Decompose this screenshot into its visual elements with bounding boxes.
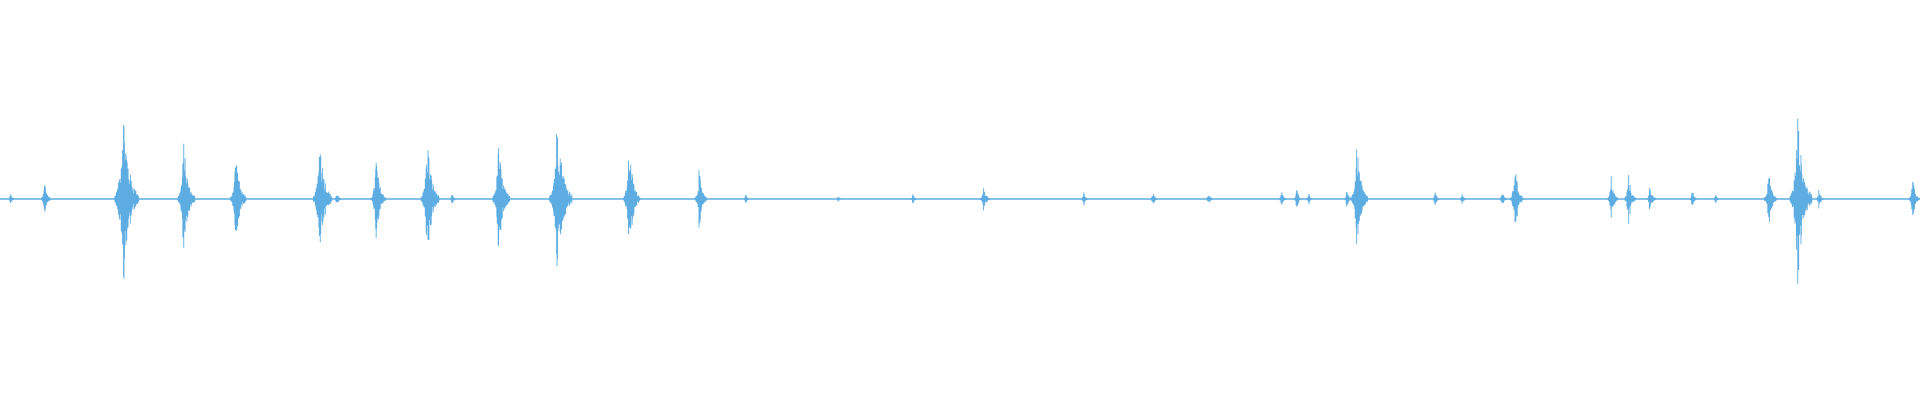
waveform-burst-17 <box>979 188 991 211</box>
waveform-burst-6 <box>333 195 343 203</box>
waveform-burst-23 <box>1305 193 1314 205</box>
waveform-burst-38 <box>1908 181 1920 215</box>
waveform-burst-27 <box>1459 193 1468 204</box>
waveform-burst-34 <box>1712 195 1721 203</box>
waveform-burst-35 <box>1763 177 1777 223</box>
waveform-burst-12 <box>623 160 641 235</box>
waveform-burst-28 <box>1499 194 1508 204</box>
waveform-burst-15 <box>835 196 843 202</box>
waveform-burst-37 <box>1815 189 1825 209</box>
waveform-burst-25 <box>1350 149 1369 244</box>
waveform-burst-10 <box>492 147 510 247</box>
waveform-burst-9 <box>449 195 458 203</box>
waveform-burst-18 <box>1080 192 1089 206</box>
waveform-burst-1 <box>40 185 52 212</box>
waveform-burst-20 <box>1205 195 1214 203</box>
waveform-burst-32 <box>1646 187 1657 210</box>
waveform-burst-30 <box>1607 176 1619 218</box>
waveform-burst-36 <box>1789 118 1813 284</box>
waveform-burst-16 <box>909 194 918 204</box>
waveform-burst-8 <box>420 150 440 240</box>
waveform-burst-13 <box>694 170 708 228</box>
waveform-bursts <box>7 118 1920 284</box>
waveform-burst-2 <box>114 124 139 279</box>
waveform-burst-14 <box>742 194 751 203</box>
waveform-burst-26 <box>1431 192 1441 205</box>
waveform-burst-29 <box>1509 174 1524 223</box>
waveform-burst-11 <box>548 134 573 267</box>
waveform-burst-31 <box>1624 175 1637 224</box>
waveform-burst-33 <box>1689 192 1698 205</box>
waveform-burst-0 <box>7 194 16 203</box>
waveform-burst-7 <box>370 162 386 239</box>
waveform-burst-5 <box>312 154 333 243</box>
waveform-burst-3 <box>177 143 196 248</box>
waveform-burst-19 <box>1149 193 1159 204</box>
waveform-burst-22 <box>1293 190 1303 207</box>
waveform-burst-4 <box>229 165 247 231</box>
waveform-burst-21 <box>1278 192 1287 205</box>
